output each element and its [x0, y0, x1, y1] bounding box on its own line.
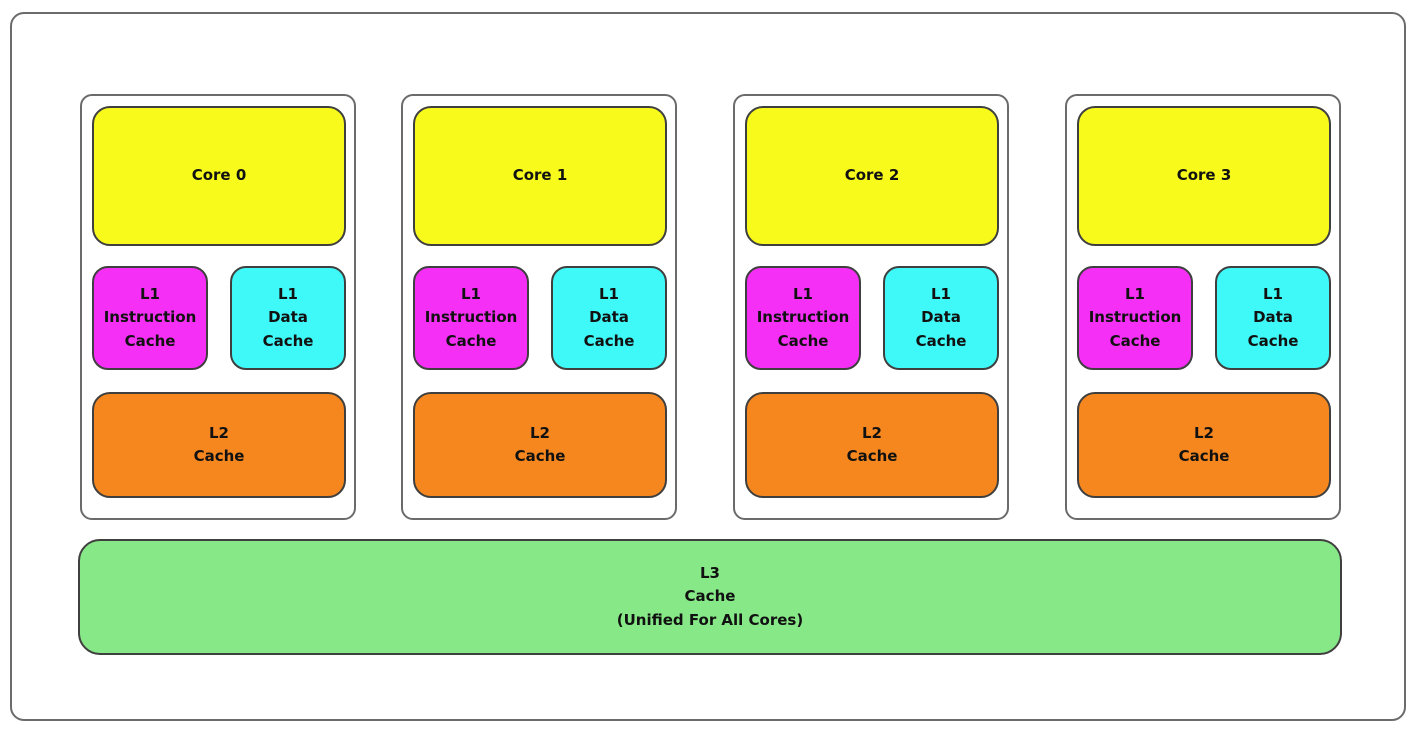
- core-1-block: Core 1: [413, 106, 667, 246]
- l1d-line-2: Data: [268, 308, 308, 327]
- core-1-label: Core 1: [512, 166, 568, 185]
- core-group-1: Core 1 L1 Instruction Cache L1 Data Cach…: [401, 94, 677, 520]
- l1i-line-1: L1: [793, 285, 813, 304]
- core-0-l1-instruction-cache: L1 Instruction Cache: [92, 266, 208, 370]
- l2-line-2: Cache: [846, 447, 898, 465]
- l1i-line-2: Instruction: [756, 308, 850, 327]
- core-group-2: Core 2 L1 Instruction Cache L1 Data Cach…: [733, 94, 1009, 520]
- l1d-line-3: Cache: [1247, 331, 1299, 350]
- core-3-block: Core 3: [1077, 106, 1331, 246]
- l3-line-3: (Unified For All Cores): [616, 610, 804, 629]
- core-0-label: Core 0: [191, 166, 247, 185]
- l1i-line-1: L1: [140, 285, 160, 304]
- core-2-block: Core 2: [745, 106, 999, 246]
- l1d-line-3: Cache: [262, 331, 314, 350]
- core-group-0: Core 0 L1 Instruction Cache L1 Data Cach…: [80, 94, 356, 520]
- l1d-line-3: Cache: [915, 331, 967, 350]
- l1d-line-2: Data: [1253, 308, 1293, 327]
- l2-line-1: L2: [1194, 423, 1214, 442]
- core-0-l2-cache: L2 Cache: [92, 392, 346, 498]
- l1i-line-2: Instruction: [424, 308, 518, 327]
- l2-line-1: L2: [530, 423, 550, 442]
- l3-line-1: L3: [699, 564, 720, 583]
- l1d-line-2: Data: [589, 308, 629, 327]
- core-1-l1-data-cache: L1 Data Cache: [551, 266, 667, 370]
- l1i-line-1: L1: [461, 285, 481, 304]
- core-2-l1-data-cache: L1 Data Cache: [883, 266, 999, 370]
- l2-line-1: L2: [209, 423, 229, 442]
- l1d-line-2: Data: [921, 308, 961, 327]
- l1i-line-1: L1: [1125, 285, 1145, 304]
- l1i-line-3: Cache: [124, 331, 176, 350]
- core-3-l1-data-cache: L1 Data Cache: [1215, 266, 1331, 370]
- core-0-l1-data-cache: L1 Data Cache: [230, 266, 346, 370]
- core-1-l2-cache: L2 Cache: [413, 392, 667, 498]
- l1d-line-1: L1: [278, 285, 298, 304]
- l3-shared-cache: L3 Cache (Unified For All Cores): [78, 539, 1342, 655]
- core-2-l2-cache: L2 Cache: [745, 392, 999, 498]
- core-3-label: Core 3: [1176, 166, 1232, 185]
- l1i-line-2: Instruction: [103, 308, 197, 327]
- l1i-line-3: Cache: [445, 331, 497, 350]
- l1d-line-1: L1: [1263, 285, 1283, 304]
- core-2-l1-instruction-cache: L1 Instruction Cache: [745, 266, 861, 370]
- l1d-line-1: L1: [931, 285, 951, 304]
- l1i-line-3: Cache: [1109, 331, 1161, 350]
- core-1-l1-instruction-cache: L1 Instruction Cache: [413, 266, 529, 370]
- l2-line-2: Cache: [1178, 447, 1230, 465]
- l1i-line-3: Cache: [777, 331, 829, 350]
- core-0-block: Core 0: [92, 106, 346, 246]
- core-3-l1-instruction-cache: L1 Instruction Cache: [1077, 266, 1193, 370]
- l1i-line-2: Instruction: [1088, 308, 1182, 327]
- l2-line-2: Cache: [514, 447, 566, 465]
- l3-line-2: Cache: [684, 587, 736, 606]
- core-group-3: Core 3 L1 Instruction Cache L1 Data Cach…: [1065, 94, 1341, 520]
- l2-line-2: Cache: [193, 447, 245, 465]
- l1d-line-1: L1: [599, 285, 619, 304]
- core-2-label: Core 2: [844, 166, 900, 185]
- core-3-l2-cache: L2 Cache: [1077, 392, 1331, 498]
- l1d-line-3: Cache: [583, 331, 635, 350]
- l2-line-1: L2: [862, 423, 882, 442]
- processor-chip: Core 0 L1 Instruction Cache L1 Data Cach…: [10, 12, 1406, 721]
